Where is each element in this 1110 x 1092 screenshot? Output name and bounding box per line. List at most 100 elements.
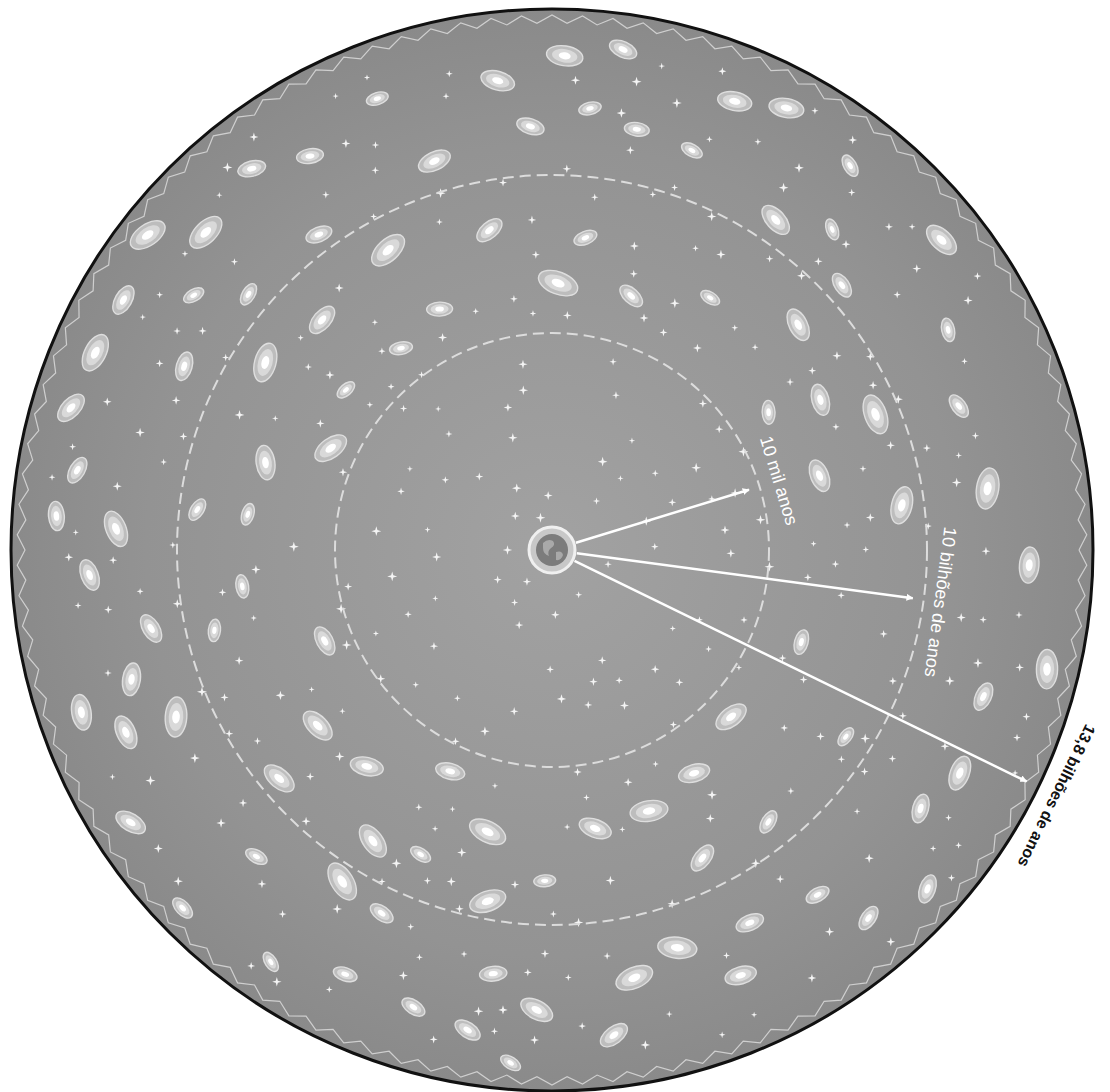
star (222, 162, 232, 172)
galaxy (64, 454, 91, 486)
star (955, 842, 962, 849)
galaxy (365, 89, 390, 107)
galaxy (304, 223, 335, 247)
star (848, 189, 855, 196)
star (838, 756, 845, 763)
star (707, 790, 717, 800)
star (332, 904, 342, 914)
star (723, 952, 730, 959)
star (626, 146, 635, 155)
star (371, 526, 381, 536)
galaxies-and-stars (47, 36, 1058, 1074)
star (589, 677, 597, 685)
star (400, 405, 407, 412)
star (889, 755, 896, 762)
star (432, 826, 438, 832)
star (963, 296, 972, 305)
star (335, 284, 344, 293)
star (816, 732, 824, 740)
star (399, 971, 408, 980)
galaxy (426, 302, 452, 317)
star (780, 724, 788, 732)
galaxy (452, 1016, 484, 1044)
star (258, 879, 267, 888)
star (670, 625, 676, 631)
star (371, 166, 379, 174)
star (73, 529, 79, 535)
galaxy (250, 341, 281, 385)
star (306, 772, 314, 780)
star (474, 1006, 484, 1016)
galaxy (185, 496, 209, 523)
star (169, 542, 176, 549)
star (156, 291, 163, 298)
star (632, 77, 642, 87)
star (69, 443, 76, 450)
galaxy (399, 994, 428, 1020)
galaxy (733, 910, 766, 936)
star (603, 952, 611, 960)
star (373, 630, 379, 636)
galaxy (679, 140, 705, 162)
star (699, 399, 707, 407)
star (524, 968, 532, 976)
galaxy (466, 814, 510, 850)
galaxy (260, 760, 299, 797)
galaxy (915, 873, 939, 906)
galaxy (234, 574, 250, 599)
star (438, 333, 447, 342)
star (387, 571, 397, 581)
star (160, 459, 167, 466)
star (335, 752, 344, 761)
dashed-boundary (335, 333, 769, 767)
galaxy (322, 858, 362, 905)
star (706, 814, 715, 823)
star (609, 358, 616, 365)
star (832, 351, 841, 360)
star (651, 665, 659, 673)
star (675, 678, 683, 686)
star (720, 525, 729, 534)
star (251, 565, 260, 574)
star (249, 133, 258, 142)
star (219, 589, 227, 597)
galaxy (808, 382, 833, 417)
star (289, 542, 299, 552)
star (436, 219, 443, 226)
star (508, 433, 517, 442)
star (584, 701, 592, 709)
star (326, 986, 333, 993)
star (973, 658, 983, 668)
star (551, 611, 559, 619)
star (786, 378, 794, 386)
star (668, 498, 676, 506)
star (247, 962, 255, 970)
observable-universe (11, 9, 1093, 1091)
star (923, 444, 931, 452)
star (454, 695, 461, 702)
star (1013, 734, 1021, 742)
star (564, 824, 570, 830)
dashed-boundary (177, 175, 927, 925)
star (640, 314, 649, 323)
star (305, 363, 312, 370)
galaxy (855, 903, 882, 933)
galaxy (612, 960, 656, 995)
galaxy (970, 680, 997, 713)
star (298, 335, 304, 341)
galaxy (479, 965, 508, 982)
star (442, 476, 449, 483)
star (670, 298, 680, 308)
star (412, 681, 419, 688)
star (862, 546, 869, 553)
star (424, 527, 430, 533)
star (612, 391, 620, 399)
star (198, 327, 206, 335)
star (869, 381, 877, 389)
star (532, 251, 540, 259)
star (372, 319, 378, 325)
star (649, 191, 656, 198)
star (407, 923, 414, 930)
star (49, 474, 56, 481)
